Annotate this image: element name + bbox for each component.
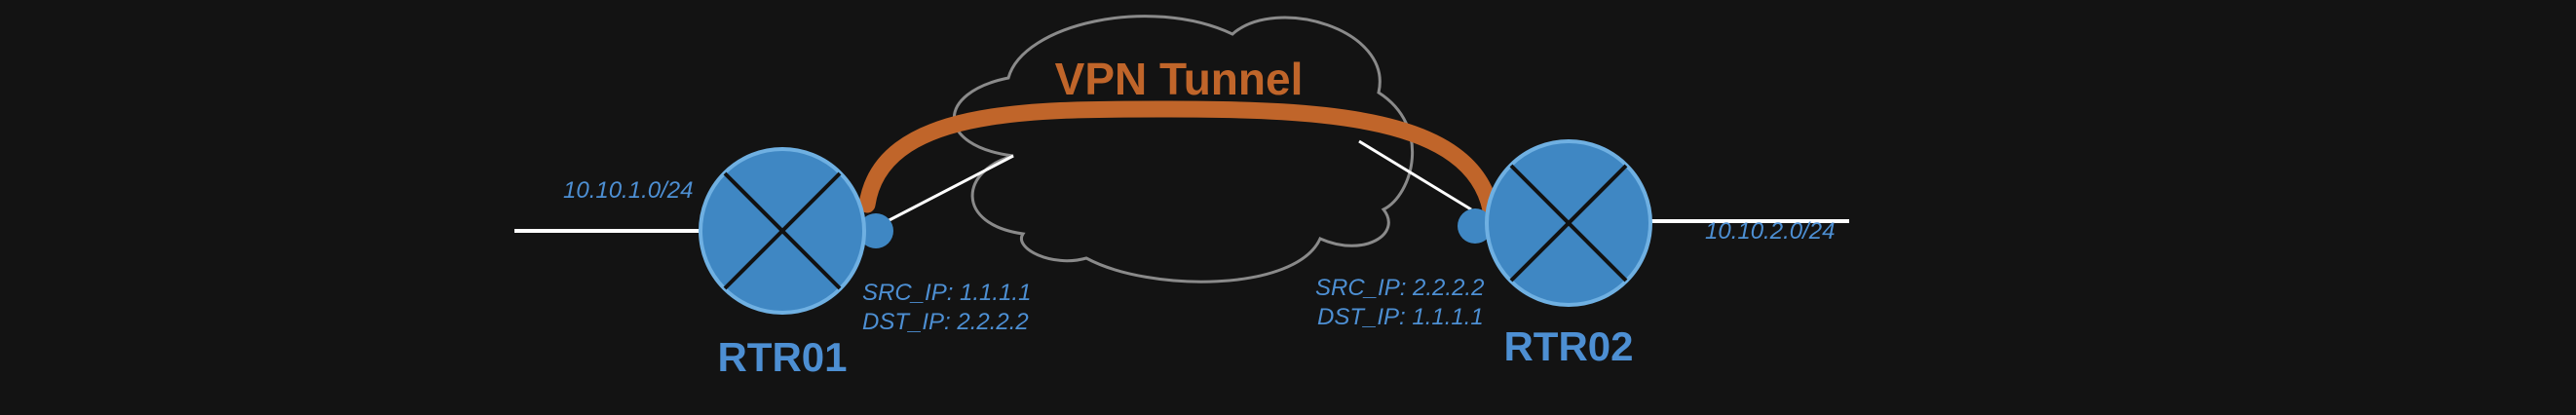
router-cross-line	[1509, 164, 1628, 283]
network-label-rtr02: 10.10.2.0/24	[1705, 218, 1835, 245]
router-name-rtr01: RTR01	[717, 334, 847, 380]
router-cross-line	[723, 171, 842, 290]
wan-link-rtr02	[1358, 139, 1472, 211]
dst-ip-label-rtr01: DST_IP: 2.2.2.2	[862, 309, 1029, 335]
vpn-tunnel-arc	[858, 100, 1499, 218]
router-rtr01[interactable]	[699, 147, 866, 315]
src-ip-label-rtr01: SRC_IP: 1.1.1.1	[862, 280, 1031, 306]
interface-dot-rtr02	[1458, 208, 1493, 244]
src-ip-label-rtr02: SRC_IP: 2.2.2.2	[1315, 275, 1484, 301]
tunnel-title: VPN Tunnel	[1055, 54, 1304, 104]
wan-link-rtr01	[881, 154, 1014, 226]
dst-ip-label-rtr02: DST_IP: 1.1.1.1	[1317, 304, 1484, 330]
network-label-rtr01: 10.10.1.0/24	[563, 177, 693, 204]
router-name-rtr02: RTR02	[1503, 323, 1633, 369]
router-rtr02[interactable]	[1485, 139, 1652, 307]
internet-cloud	[953, 15, 1415, 283]
interface-dot-rtr01	[858, 213, 893, 248]
